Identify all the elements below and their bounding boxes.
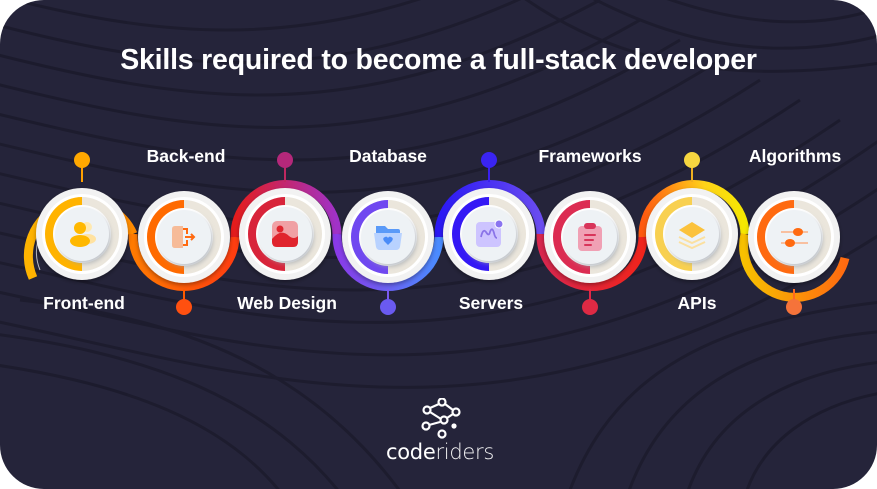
brand-name-part1: code (386, 440, 436, 464)
node-back-end (138, 191, 230, 283)
node-servers (443, 188, 535, 280)
marker-dot-frameworks (582, 299, 598, 315)
marker-dot-servers (481, 152, 497, 168)
track-segment-frameworks (536, 233, 648, 291)
marker-dot-front-end (74, 152, 90, 168)
network-nodes-icon (421, 398, 461, 439)
marker-dot-back-end (176, 299, 192, 315)
skill-label-servers: Servers (458, 293, 524, 313)
layers-icon (678, 222, 706, 250)
track-segment-web-design (230, 180, 342, 238)
image-icon (272, 221, 298, 247)
node-apis (646, 188, 738, 280)
exit-door-icon (172, 226, 196, 248)
sliders-icon (781, 228, 808, 247)
skill-label-back-end: Back-end (146, 146, 226, 166)
page-title: Skills required to become a full-stack d… (120, 44, 757, 76)
track-segment-database (332, 233, 444, 291)
node-web-design (239, 188, 331, 280)
coderiders-logo: coderiders (380, 398, 500, 468)
node-database (342, 191, 434, 283)
skill-label-web-design: Web Design (237, 293, 337, 313)
brand-name-part2: riders (435, 440, 494, 464)
node-front-end (36, 188, 128, 280)
marker-dot-database (380, 299, 396, 315)
track-segment-back-end (128, 233, 240, 291)
marker-dot-web-design (277, 152, 293, 168)
clipboard-icon (578, 223, 602, 251)
skill-label-database: Database (349, 146, 427, 166)
signal-wave-icon (476, 219, 504, 247)
skill-label-frameworks: Frameworks (538, 146, 642, 166)
node-algorithms (748, 191, 840, 283)
marker-dot-algorithms (786, 299, 802, 315)
skill-label-algorithms: Algorithms (748, 146, 842, 166)
users-icon (70, 222, 96, 247)
track-segment-servers (434, 180, 546, 238)
brand-name: coderiders (380, 440, 500, 464)
skill-label-apis: APIs (677, 293, 717, 313)
track-segment-apis (638, 180, 750, 238)
track-segment-algorithms (739, 232, 850, 302)
marker-dot-apis (684, 152, 700, 168)
skill-label-front-end: Front-end (43, 293, 125, 313)
node-frameworks (544, 191, 636, 283)
folder-heart-icon (374, 226, 402, 250)
